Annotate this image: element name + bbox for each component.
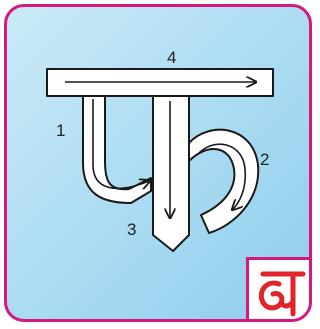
odia-letter-box	[246, 257, 312, 322]
stroke-number-4: 4	[167, 48, 176, 67]
stroke-number-2: 2	[260, 150, 269, 169]
stroke-number-1: 1	[56, 121, 65, 140]
stroke-number-3: 3	[127, 220, 136, 239]
lesson-card: 4 1 2 3	[4, 4, 312, 322]
odia-letter-glyph	[249, 260, 312, 322]
devanagari-pha-glyph	[47, 69, 273, 251]
